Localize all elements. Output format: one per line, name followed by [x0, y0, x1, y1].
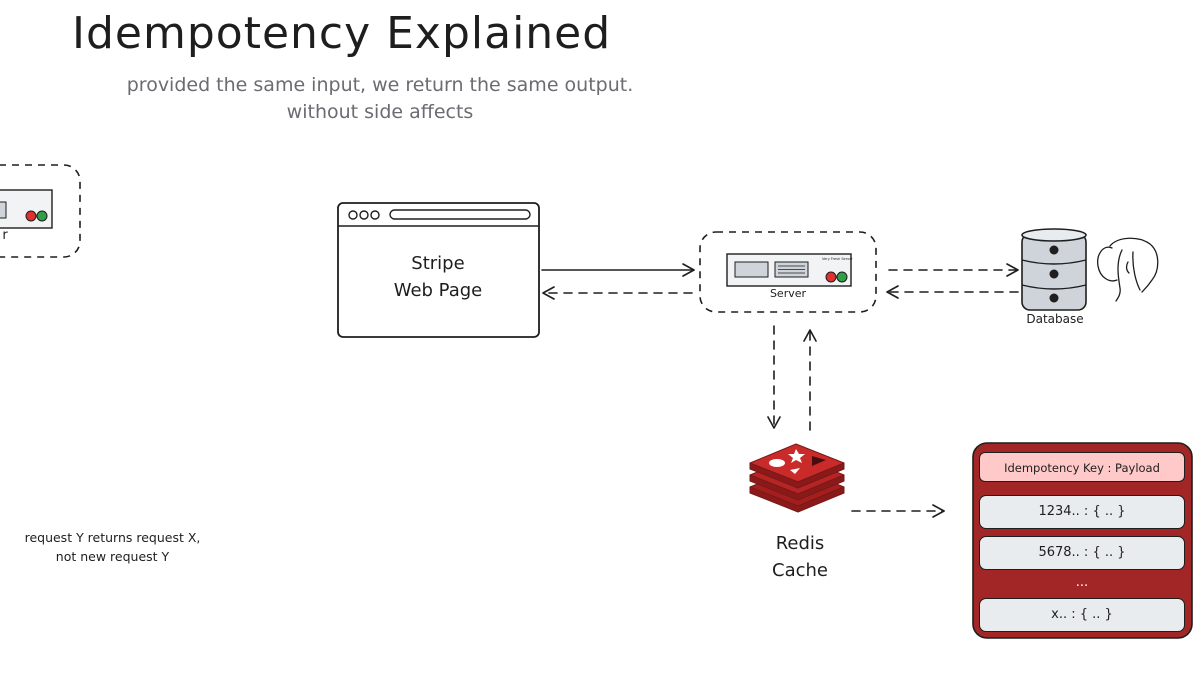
cut-off-server-node	[0, 164, 81, 258]
note-line-1: request Y returns request X,	[24, 530, 201, 545]
database-icon	[1021, 228, 1087, 311]
subtitle: provided the same input, we return the s…	[90, 72, 670, 126]
request-note: request Y returns request X, not new req…	[0, 528, 225, 566]
database-label: Database	[1026, 312, 1084, 326]
stripe-label-line-2: Web Page	[393, 280, 483, 301]
stripe-web-page-label: Stripe Web Page	[338, 250, 538, 304]
postgres-elephant-icon	[1097, 237, 1159, 302]
cache-table-ellipsis: ...	[1075, 575, 1089, 590]
note-line-2: not new request Y	[55, 549, 170, 564]
cache-table-row: x.. : { .. }	[979, 598, 1185, 632]
server-label: Server	[769, 287, 807, 300]
connectors	[541, 263, 1019, 518]
subtitle-line-2: without side affects	[286, 101, 474, 123]
cache-table-header: Idempotency Key : Payload	[979, 452, 1185, 482]
redis-label-line-2: Cache	[772, 560, 828, 581]
server-node: Very Fresh Server	[699, 231, 877, 313]
cut-off-node-label: r	[2, 228, 8, 243]
stripe-web-page-node	[337, 202, 540, 338]
subtitle-line-1: provided the same input, we return the s…	[126, 74, 634, 96]
redis-cache-label: Redis Cache	[730, 530, 870, 584]
page-title: Idempotency Explained	[72, 8, 612, 59]
cache-table-row: 5678.. : { .. }	[979, 536, 1185, 570]
redis-logo-icon	[749, 443, 845, 513]
server-tag: Very Fresh Server	[822, 257, 853, 261]
redis-label-line-1: Redis	[775, 533, 825, 554]
stripe-label-line-1: Stripe	[411, 253, 465, 274]
cache-table-row: 1234.. : { .. }	[979, 495, 1185, 529]
